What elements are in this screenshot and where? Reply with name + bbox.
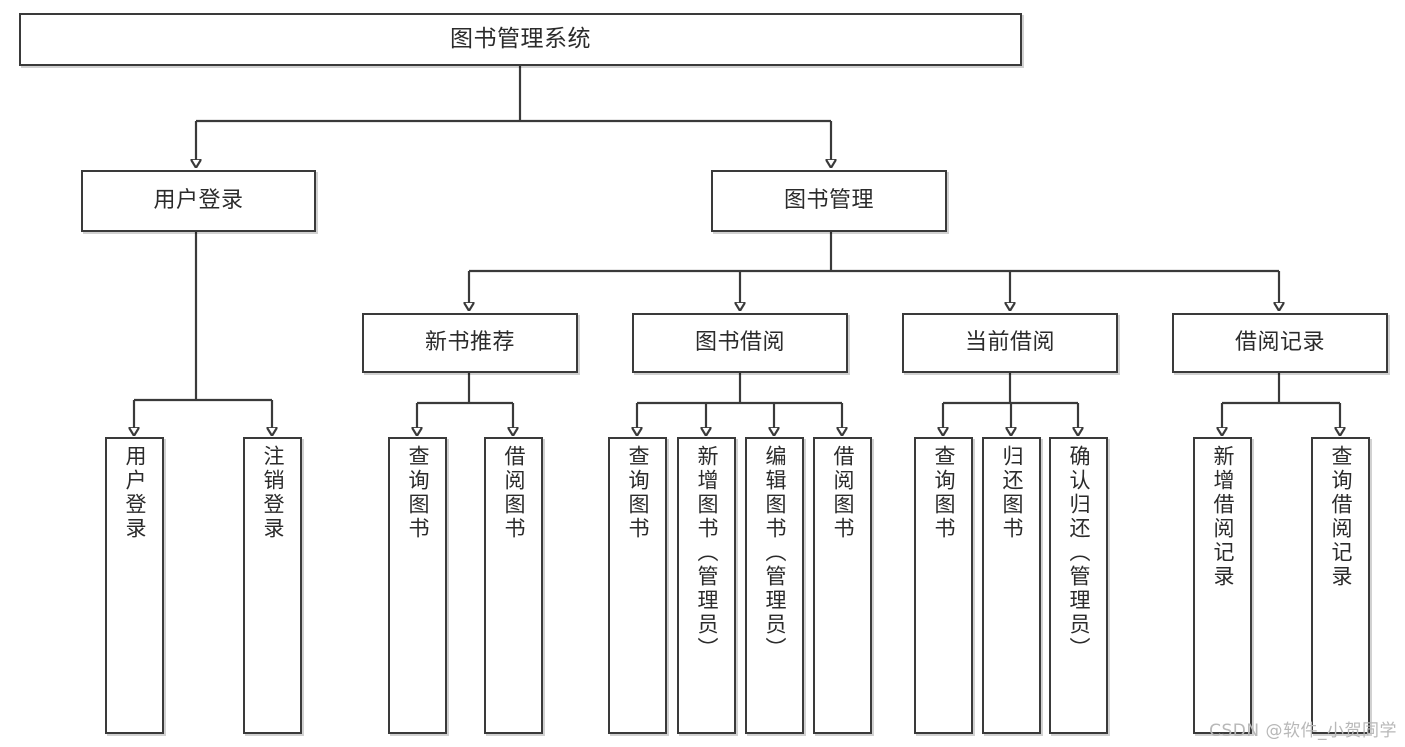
node-leaf-query-record[interactable]: 查询借阅记录 bbox=[1311, 437, 1370, 734]
node-leaf-borrow-book-2[interactable]: 借阅图书 bbox=[813, 437, 872, 734]
node-user-login-label: 用户登录 bbox=[153, 187, 244, 213]
node-leaf-query-book-1-label: 查询图书 bbox=[406, 445, 430, 541]
node-leaf-query-record-label: 查询借阅记录 bbox=[1329, 445, 1353, 589]
node-leaf-borrow-book-1-label: 借阅图书 bbox=[502, 445, 526, 541]
node-leaf-query-book-3[interactable]: 查询图书 bbox=[914, 437, 973, 734]
node-leaf-borrow-book-2-label: 借阅图书 bbox=[831, 445, 855, 541]
node-leaf-logout-label: 注销登录 bbox=[261, 445, 285, 541]
node-current-borrow[interactable]: 当前借阅 bbox=[902, 313, 1118, 373]
node-book-manage-label: 图书管理 bbox=[783, 187, 874, 213]
node-borrow-record-label: 借阅记录 bbox=[1234, 329, 1325, 355]
watermark: CSDN @软件_小贺同学 bbox=[1209, 721, 1397, 741]
node-book-borrow[interactable]: 图书借阅 bbox=[632, 313, 848, 373]
node-leaf-add-book[interactable]: 新增图书（管理员） bbox=[677, 437, 736, 734]
node-leaf-user-login-label: 用户登录 bbox=[123, 445, 147, 541]
node-root[interactable]: 图书管理系统 bbox=[19, 13, 1022, 66]
node-leaf-add-book-label: 新增图书（管理员） bbox=[695, 445, 719, 661]
node-leaf-query-book-2-label: 查询图书 bbox=[626, 445, 650, 541]
node-leaf-logout[interactable]: 注销登录 bbox=[243, 437, 302, 734]
node-leaf-return-book[interactable]: 归还图书 bbox=[982, 437, 1041, 734]
node-leaf-query-book-2[interactable]: 查询图书 bbox=[608, 437, 667, 734]
node-user-login[interactable]: 用户登录 bbox=[81, 170, 316, 232]
node-leaf-confirm-return[interactable]: 确认归还（管理员） bbox=[1049, 437, 1108, 734]
node-book-manage[interactable]: 图书管理 bbox=[711, 170, 947, 232]
node-leaf-confirm-return-label: 确认归还（管理员） bbox=[1067, 445, 1091, 661]
node-leaf-query-book-1[interactable]: 查询图书 bbox=[388, 437, 447, 734]
node-new-book-recommend[interactable]: 新书推荐 bbox=[362, 313, 578, 373]
node-leaf-add-record[interactable]: 新增借阅记录 bbox=[1193, 437, 1252, 734]
node-current-borrow-label: 当前借阅 bbox=[964, 329, 1055, 355]
node-book-borrow-label: 图书借阅 bbox=[694, 329, 785, 355]
node-leaf-edit-book-label: 编辑图书（管理员） bbox=[763, 445, 787, 661]
node-leaf-add-record-label: 新增借阅记录 bbox=[1211, 445, 1235, 589]
node-leaf-user-login[interactable]: 用户登录 bbox=[105, 437, 164, 734]
node-leaf-return-book-label: 归还图书 bbox=[1000, 445, 1024, 541]
node-new-book-recommend-label: 新书推荐 bbox=[424, 329, 515, 355]
node-root-label: 图书管理系统 bbox=[450, 25, 591, 52]
node-borrow-record[interactable]: 借阅记录 bbox=[1172, 313, 1388, 373]
node-leaf-query-book-3-label: 查询图书 bbox=[932, 445, 956, 541]
node-leaf-edit-book[interactable]: 编辑图书（管理员） bbox=[745, 437, 804, 734]
node-leaf-borrow-book-1[interactable]: 借阅图书 bbox=[484, 437, 543, 734]
